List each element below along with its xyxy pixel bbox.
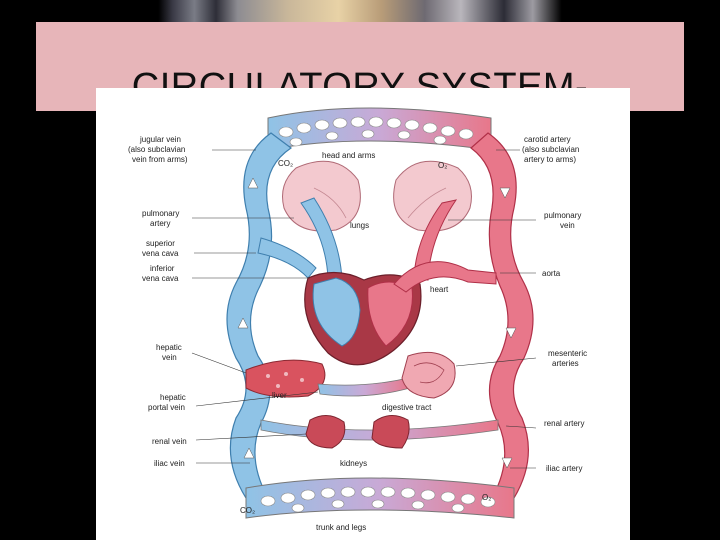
label-iliac-artery: iliac artery [546, 464, 582, 473]
label-lungs: lungs [350, 221, 369, 230]
label-jugular-vein: jugular vein [139, 135, 181, 144]
label-liver: liver [272, 391, 287, 400]
label-pulmonary-artery-sub: artery [150, 219, 170, 228]
label-mesenteric-arteries-sub: arteries [552, 359, 579, 368]
label-renal-vein: renal vein [152, 437, 187, 446]
background-photo-strip [0, 0, 720, 22]
label-renal-artery: renal artery [544, 419, 584, 428]
label-kidneys: kidneys [340, 459, 367, 468]
label-trunk-and-legs: trunk and legs [316, 523, 366, 532]
label-hepatic-portal-vein: hepatic [160, 393, 186, 402]
right-kidney [371, 415, 410, 449]
label-jugular-vein-sub2: vein from arms) [132, 155, 188, 164]
label-digestive-tract: digestive tract [382, 403, 432, 412]
left-kidney [305, 415, 346, 449]
label-head-and-arms: head and arms [322, 151, 375, 160]
digestive-tract [401, 351, 456, 399]
label-inferior-vena-cava-sub: vena cava [142, 274, 179, 283]
label-mesenteric-arteries: mesenteric [548, 349, 587, 358]
label-superior-vena-cava: superior [146, 239, 175, 248]
label-pulmonary-vein: pulmonary [544, 211, 581, 220]
label-jugular-vein-sub1: (also subclavian [128, 145, 185, 154]
label-o2-bottom: O₂ [482, 493, 491, 502]
label-iliac-vein: iliac vein [154, 459, 185, 468]
lower-capillary-bed [245, 477, 515, 519]
label-hepatic-portal-vein-sub: portal vein [148, 403, 185, 412]
label-o2-top: O₂ [438, 161, 447, 170]
circulatory-diagram-panel: jugular vein (also subclavian vein from … [96, 88, 630, 540]
label-aorta: aorta [542, 269, 561, 278]
left-lung [282, 160, 361, 232]
label-heart: heart [430, 285, 449, 294]
label-co2-top: CO₂ [278, 159, 293, 168]
label-hepatic-vein: hepatic [156, 343, 182, 352]
label-carotid-artery-sub1: (also subclavian [522, 145, 579, 154]
label-hepatic-vein-sub: vein [162, 353, 177, 362]
label-pulmonary-artery: pulmonary [142, 209, 179, 218]
label-co2-bottom: CO₂ [240, 506, 255, 515]
label-carotid-artery: carotid artery [524, 135, 571, 144]
systemic-vein-loop [226, 132, 293, 499]
label-superior-vena-cava-sub: vena cava [142, 249, 179, 258]
circulatory-diagram: jugular vein (also subclavian vein from … [128, 107, 587, 532]
right-lung [393, 160, 472, 232]
label-carotid-artery-sub2: artery to arms) [524, 155, 576, 164]
flow-arrows [237, 177, 517, 469]
pulmonary-vein-vessel [413, 199, 458, 281]
label-pulmonary-vein-sub: vein [560, 221, 575, 230]
label-inferior-vena-cava: inferior [150, 264, 175, 273]
